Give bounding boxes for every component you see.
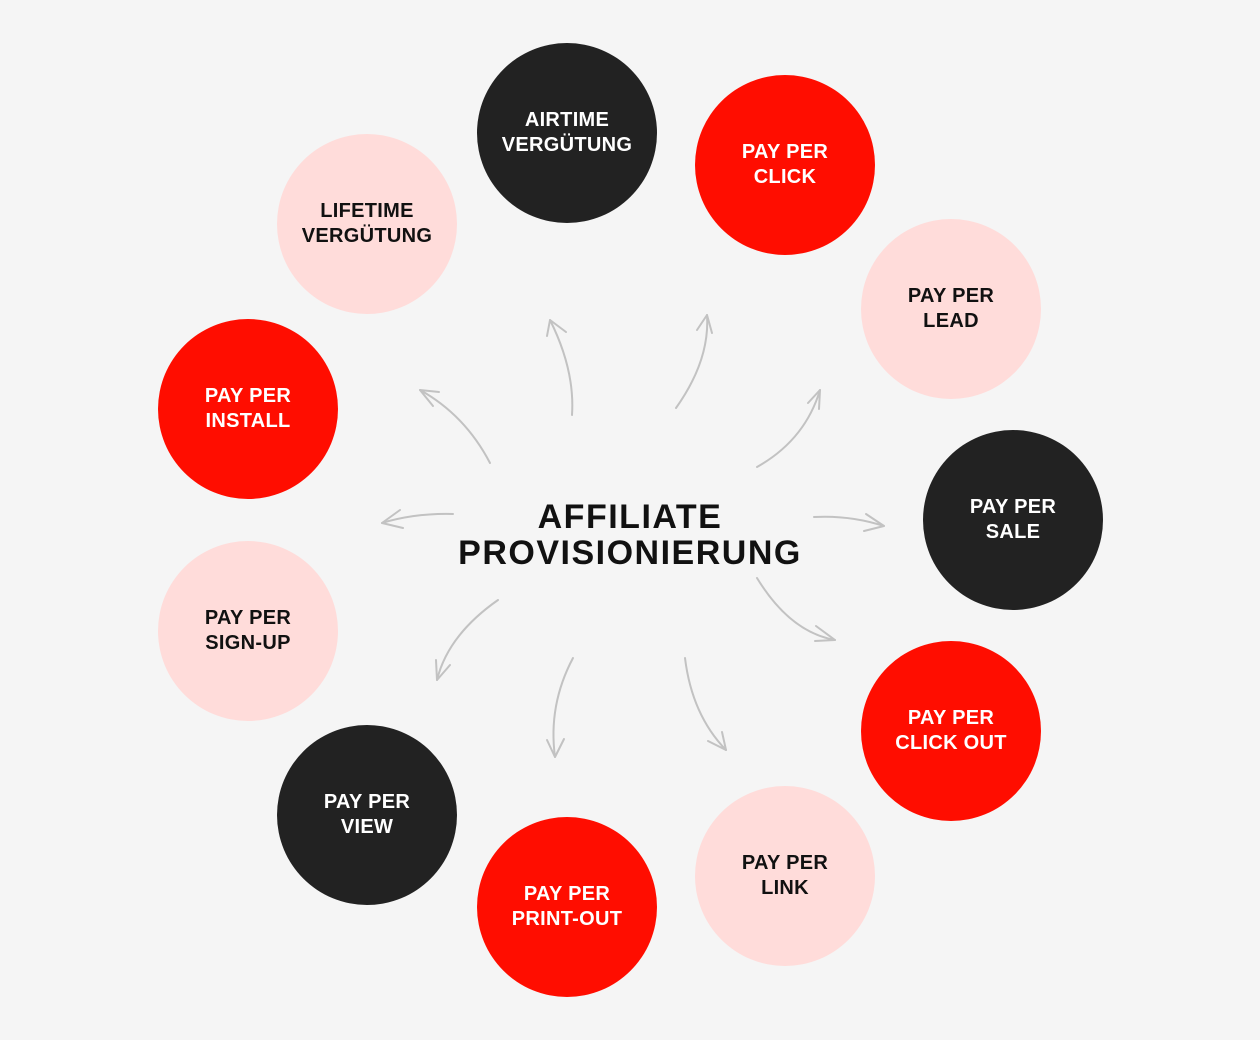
arrow-to-lead [756, 389, 821, 468]
arrow-to-click [675, 314, 713, 409]
node-label-line1: PAY PER [323, 791, 411, 813]
node-label-line2: SIGN-UP [205, 632, 291, 654]
node-label-line1: PAY PER [907, 707, 995, 729]
node-airtime-verguetung: AIRTIME VERGÜTUNG [477, 43, 657, 223]
arrow-to-click-out [756, 577, 836, 642]
center-title: AFFILIATE PROVISIONIERUNG [458, 499, 802, 571]
arrow-to-link [684, 657, 727, 751]
node-label-line2: CLICK OUT [895, 732, 1007, 754]
node-pay-per-view: PAY PER VIEW [277, 725, 457, 905]
center-title-line1: AFFILIATE [537, 498, 723, 536]
node-label-line1: PAY PER [907, 285, 995, 307]
node-label-line1: PAY PER [523, 883, 611, 905]
node-label-line2: SALE [985, 521, 1041, 543]
node-label-line1: PAY PER [204, 385, 292, 407]
node-label-line2: CLICK [753, 166, 817, 188]
arrow-to-lifetime [546, 319, 574, 416]
node-pay-per-print-out: PAY PER PRINT-OUT [477, 817, 657, 997]
node-pay-per-click-out: PAY PER CLICK OUT [861, 641, 1041, 821]
node-pay-per-install: PAY PER INSTALL [158, 319, 338, 499]
arrow-to-print-out [546, 657, 574, 758]
node-lifetime-verguetung: LIFETIME VERGÜTUNG [277, 134, 457, 314]
node-pay-per-sale: PAY PER SALE [923, 430, 1103, 610]
node-label-line2: INSTALL [205, 410, 291, 432]
arrow-to-view [435, 599, 499, 681]
center-title-line2: PROVISIONIERUNG [458, 534, 802, 572]
node-label-line1: PAY PER [741, 141, 829, 163]
node-pay-per-lead: PAY PER LEAD [861, 219, 1041, 399]
node-pay-per-link: PAY PER LINK [695, 786, 875, 966]
arrow-to-sale [813, 513, 885, 532]
node-pay-per-sign-up: PAY PER SIGN-UP [158, 541, 338, 721]
node-label-line1: PAY PER [741, 852, 829, 874]
node-label-line2: LINK [761, 877, 809, 899]
node-label-line1: PAY PER [204, 607, 292, 629]
arrow-to-install [419, 389, 491, 464]
node-pay-per-click: PAY PER CLICK [695, 75, 875, 255]
node-label-line2: LEAD [923, 310, 979, 332]
node-label-line1: LIFETIME [320, 200, 414, 222]
node-label-line2: VERGÜTUNG [501, 134, 633, 156]
node-label-line2: PRINT-OUT [511, 908, 623, 930]
node-label-line1: PAY PER [969, 496, 1057, 518]
node-label-line1: AIRTIME [524, 109, 610, 131]
node-label-line2: VERGÜTUNG [301, 225, 433, 247]
node-label-line2: VIEW [340, 816, 394, 838]
arrow-to-sign-up [381, 509, 454, 529]
